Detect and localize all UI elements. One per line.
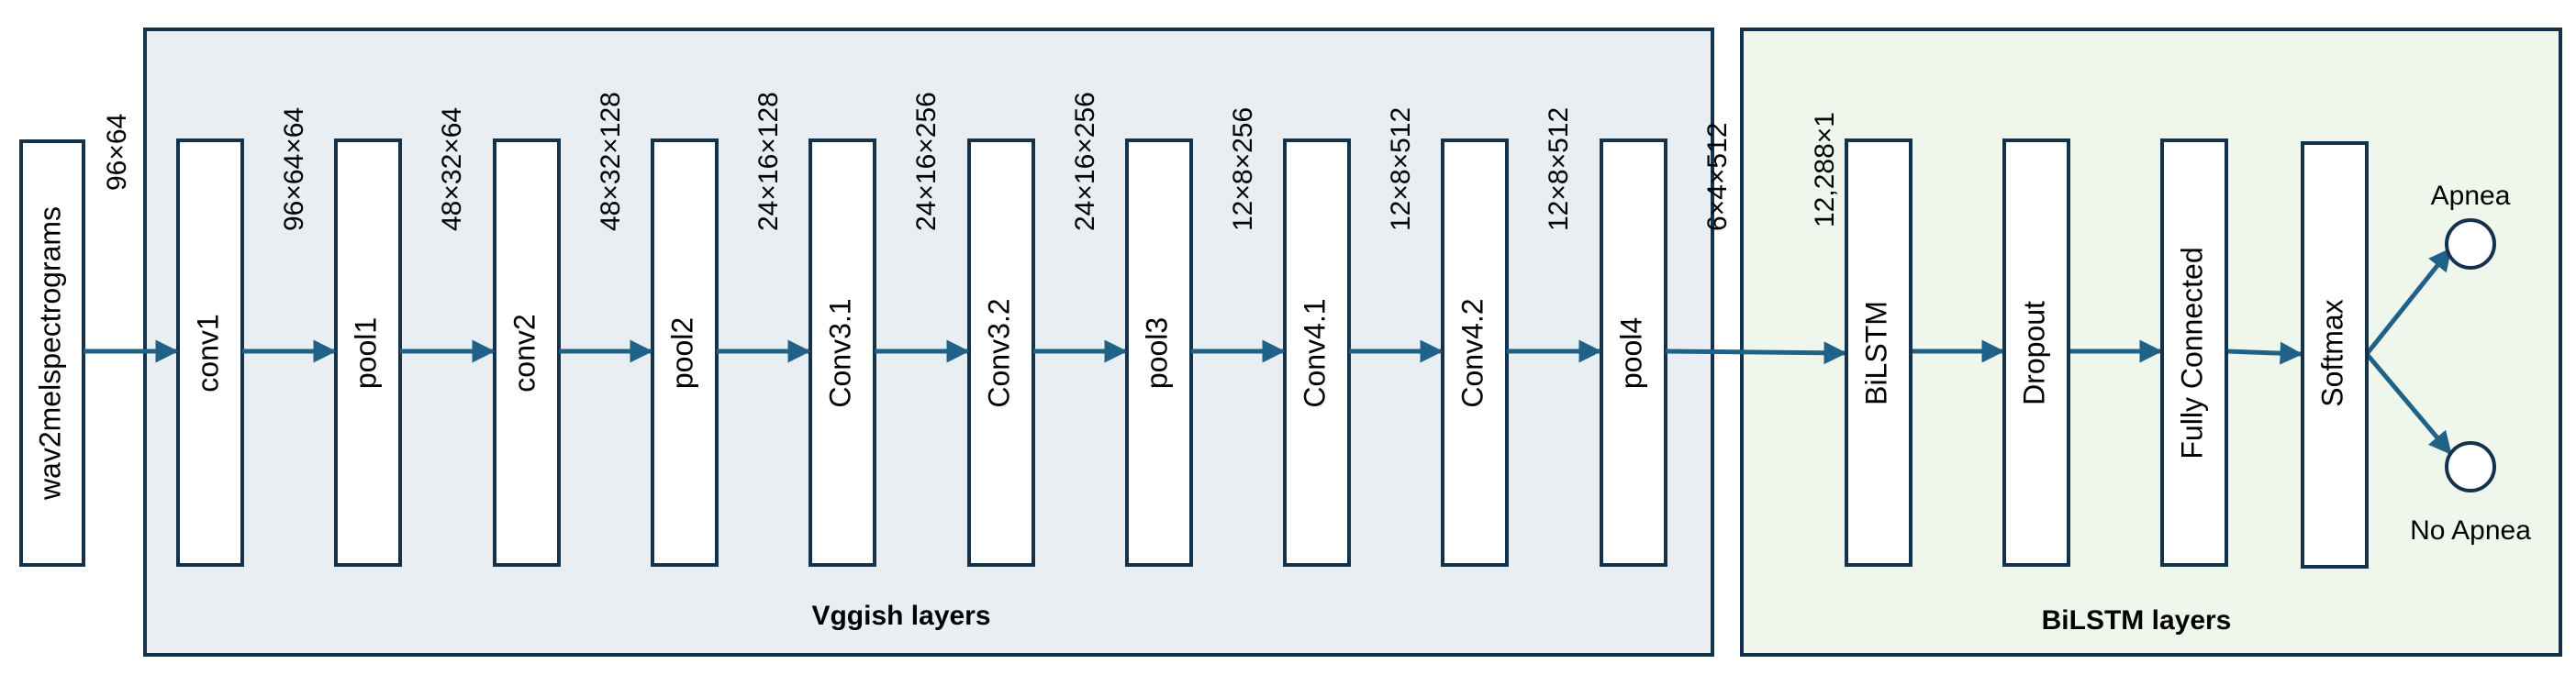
layer-dim-conv2: 48×32×128 [596, 92, 626, 231]
layer-label-pool2: pool2 [665, 317, 698, 389]
apnea-output-node [2445, 218, 2496, 270]
vggish-title: Vggish layers [811, 601, 990, 631]
input-box [19, 139, 85, 567]
layer-label-dropout: Dropout [2017, 301, 2050, 405]
layer-box-bilstm [1845, 138, 1912, 567]
arrow-to-apnea [2365, 248, 2452, 356]
vggish-layers: conv1 96×64×64 pool1 48×32×64 conv2 48×32×128… [176, 92, 1733, 567]
layer-box-pool3 [1125, 138, 1193, 567]
input-dim: 96×64 [102, 114, 132, 191]
layer-label-conv4-2: Conv4.2 [1455, 298, 1489, 407]
layer-label-conv3-1: Conv3.1 [823, 298, 856, 407]
apnea-output-label: Apnea [2431, 181, 2511, 211]
layer-dim-pool1: 48×32×64 [437, 107, 467, 231]
layer-label-pool3: pool3 [1140, 317, 1173, 389]
input-label: wav2melspectrograms [33, 206, 66, 501]
layer-dim-conv3-1: 24×16×256 [911, 92, 942, 231]
layer-label-softmax: Softmax [2315, 299, 2348, 406]
layer-dim-pool4: 6×4×512 [1702, 123, 1733, 231]
layer-dim-conv4-1: 12×8×512 [1386, 107, 1416, 231]
layer-dim-conv3-2: 24×16×256 [1070, 92, 1100, 231]
layer-label-conv4-1: Conv4.1 [1298, 298, 1331, 407]
bilstm-title: BiLSTM layers [2042, 605, 2232, 636]
layer-label-bilstm: BiLSTM [1859, 301, 1892, 405]
layer-box-conv2 [493, 138, 561, 567]
bilstm-layers: BiLSTM Dropout Fully Connected Softmax [1845, 138, 2369, 569]
layer-box-dropout [2002, 138, 2070, 567]
connection-arrows [84, 248, 2452, 455]
layer-label-fully-connected: Fully Connected [2175, 247, 2208, 459]
layer-label-pool1: pool1 [349, 317, 382, 389]
layer-label-conv3-2: Conv3.2 [982, 298, 1015, 407]
layer-box-softmax [2301, 141, 2369, 569]
no-apnea-output-node [2445, 441, 2496, 492]
layer-box-fully-connected [2160, 138, 2228, 567]
layer-box-conv4-2 [1441, 138, 1509, 567]
arrow-to-bilstm [1665, 341, 1847, 365]
bilstm-input-dim: 12,288×1 [1810, 112, 1840, 227]
arrow-to-softmax [2225, 341, 2303, 365]
layer-box-pool1 [334, 138, 402, 567]
layer-label-conv1: conv1 [191, 314, 224, 392]
layer-dim-conv4-2: 12×8×512 [1544, 107, 1574, 231]
layer-dim-pool3: 12×8×256 [1228, 107, 1258, 231]
layer-dim-conv1: 96×64×64 [279, 107, 309, 231]
layer-label-conv2: conv2 [507, 314, 541, 392]
layer-label-pool4: pool4 [1614, 317, 1647, 389]
arrow-to-no-apnea [2365, 352, 2452, 455]
no-apnea-output-label: No Apnea [2410, 515, 2531, 546]
layer-dim-pool2: 24×16×128 [753, 92, 784, 231]
